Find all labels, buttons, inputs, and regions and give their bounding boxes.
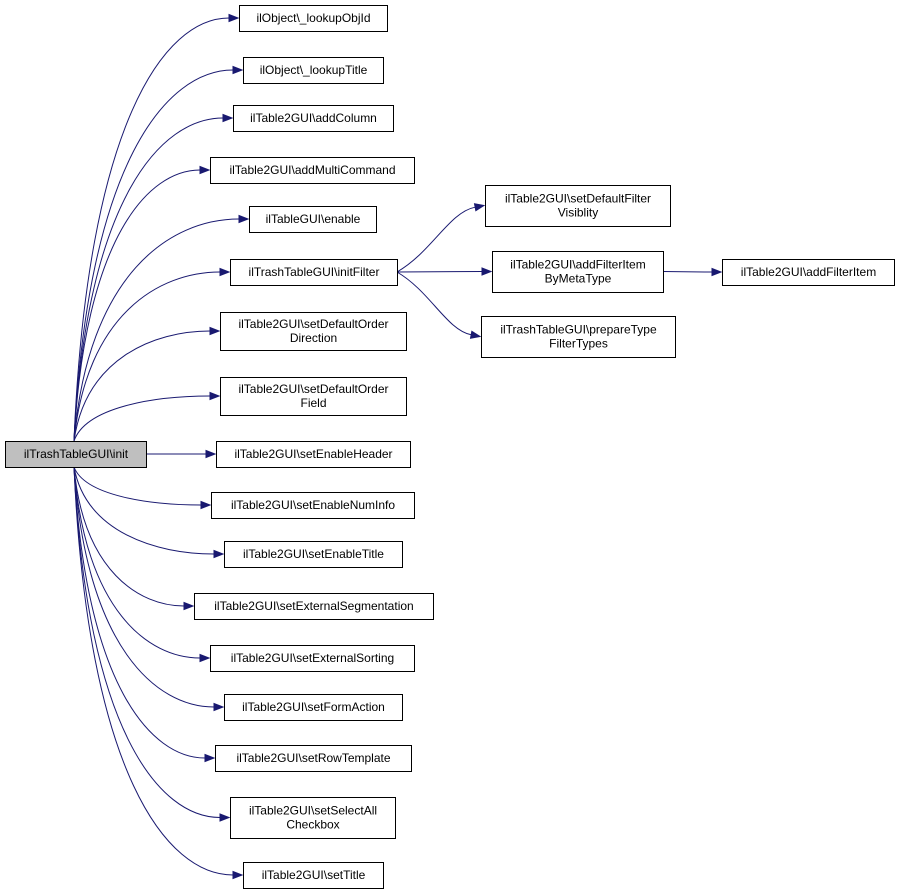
node-label: ilTable2GUI\setExternalSegmentation <box>214 599 413 613</box>
edge-initFilter-to-prepareTypeFilterTypes <box>396 271 482 339</box>
node-set-form-action[interactable]: ilTable2GUI\setFormAction <box>224 694 403 721</box>
node-enable[interactable]: ilTableGUI\enable <box>249 206 377 233</box>
node-label: ilObject\_lookupTitle <box>260 63 368 77</box>
edge-root-to-setDefaultOrderField <box>73 391 221 442</box>
node-label: ilTable2GUI\setDefaultFilter <box>505 192 651 206</box>
edge-root-to-setFormAction <box>73 466 225 712</box>
edge-root-to-addMultiCommand <box>73 165 211 442</box>
edge-root-to-setExternalSorting <box>73 466 211 663</box>
node-label: ilTable2GUI\setRowTemplate <box>236 751 390 765</box>
node-label: FilterTypes <box>549 337 608 351</box>
node-set-row-template[interactable]: ilTable2GUI\setRowTemplate <box>215 745 412 772</box>
node-label: ilTrashTableGUI\init <box>24 447 129 461</box>
edge-root-to-setExternalSegmentation <box>73 466 195 611</box>
node-label: ilTable2GUI\setFormAction <box>242 700 385 714</box>
node-set-title[interactable]: ilTable2GUI\setTitle <box>243 862 384 889</box>
node-label: ilTable2GUI\setSelectAll <box>249 804 377 818</box>
edge-root-to-setDefaultOrderDirection <box>73 326 221 442</box>
node-label: ilTableGUI\enable <box>266 212 361 226</box>
edge-root-to-lookupObjId <box>73 13 240 442</box>
node-label: ByMetaType <box>545 272 612 286</box>
node-add-filter-item[interactable]: ilTable2GUI\addFilterItem <box>722 259 895 286</box>
edge-initFilter-to-addFilterItemByMetaType <box>396 267 493 276</box>
node-label: ilTable2GUI\setEnableTitle <box>243 547 384 561</box>
edge-addFilterItemByMetaType-to-addFilterItem <box>662 267 723 277</box>
node-label: ilObject\_lookupObjId <box>256 11 370 25</box>
edge-root-to-lookupTitle <box>73 65 244 442</box>
edge-root-to-setEnableTitle <box>73 466 225 559</box>
node-label: ilTable2GUI\addFilterItem <box>510 258 645 272</box>
nodes: ilTrashTableGUI\init ilObject\_lookupObjI… <box>5 5 895 889</box>
edge-root-to-setRowTemplate <box>73 466 216 763</box>
node-label: ilTrashTableGUI\prepareType <box>500 323 657 337</box>
node-label: ilTable2GUI\addColumn <box>250 111 377 125</box>
node-label: Field <box>300 396 326 410</box>
node-label: ilTable2GUI\setEnableNumInfo <box>231 498 395 512</box>
node-label: Visiblity <box>558 206 598 220</box>
node-label: ilTable2GUI\addFilterItem <box>741 265 876 279</box>
node-label: Direction <box>290 331 337 345</box>
node-lookup-title[interactable]: ilObject\_lookupTitle <box>243 57 384 84</box>
edge-root-to-addColumn <box>73 113 234 442</box>
edge-root-to-initFilter <box>73 267 231 442</box>
node-label: ilTable2GUI\setDefaultOrder <box>238 317 388 331</box>
node-add-column[interactable]: ilTable2GUI\addColumn <box>233 105 394 132</box>
node-set-enable-header[interactable]: ilTable2GUI\setEnableHeader <box>216 441 411 468</box>
node-set-enable-title[interactable]: ilTable2GUI\setEnableTitle <box>224 541 403 568</box>
edge-initFilter-to-setDefaultFilterVisiblity <box>396 203 486 273</box>
edge-root-to-setTitle <box>73 466 244 880</box>
edge-root-to-setSelectAllCheckbox <box>73 466 231 822</box>
node-set-external-sorting[interactable]: ilTable2GUI\setExternalSorting <box>210 645 415 672</box>
node-set-enable-num-info[interactable]: ilTable2GUI\setEnableNumInfo <box>211 492 415 519</box>
node-set-external-segmentation[interactable]: ilTable2GUI\setExternalSegmentation <box>194 593 434 620</box>
node-label: ilTable2GUI\setExternalSorting <box>231 651 394 665</box>
node-label: ilTable2GUI\setTitle <box>262 868 366 882</box>
node-init-filter[interactable]: ilTrashTableGUI\initFilter <box>230 259 398 286</box>
node-label: ilTable2GUI\addMultiCommand <box>229 163 395 177</box>
edges <box>73 13 723 880</box>
node-label: ilTable2GUI\setDefaultOrder <box>238 382 388 396</box>
edge-root-to-setEnableNumInfo <box>73 466 212 510</box>
node-lookup-obj-id[interactable]: ilObject\_lookupObjId <box>239 5 388 32</box>
node-label: ilTrashTableGUI\initFilter <box>249 265 380 279</box>
node-add-multi-command[interactable]: ilTable2GUI\addMultiCommand <box>210 157 415 184</box>
node-root[interactable]: ilTrashTableGUI\init <box>5 441 147 468</box>
node-label: Checkbox <box>286 818 339 832</box>
edge-root-to-setEnableHeader <box>145 449 217 459</box>
edge-root-to-enable <box>73 214 250 442</box>
node-label: ilTable2GUI\setEnableHeader <box>234 447 392 461</box>
